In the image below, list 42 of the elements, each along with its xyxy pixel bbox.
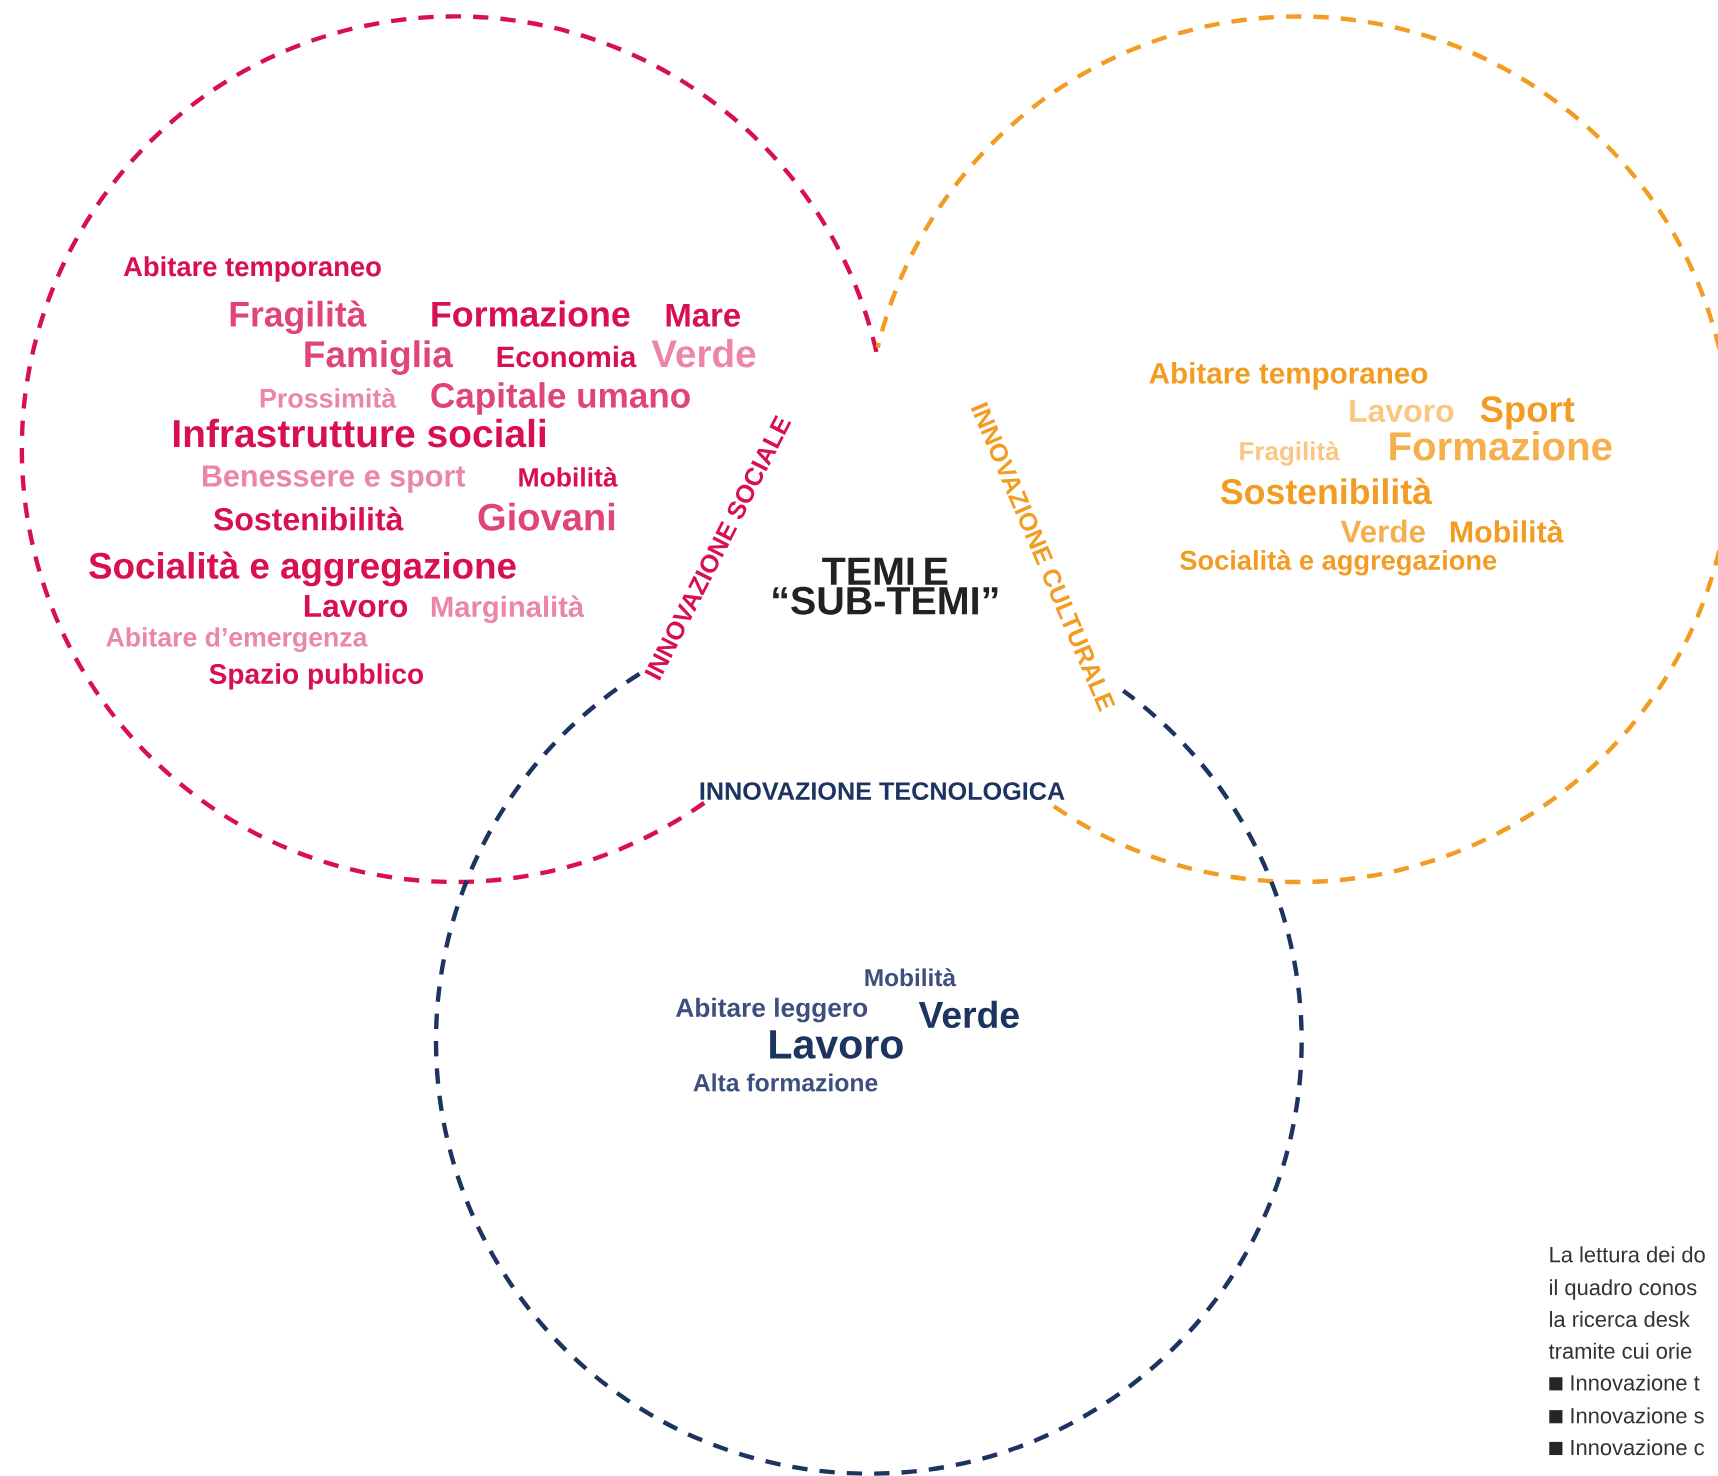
ring-label: INNOVAZIONE TECNOLOGICA — [700, 782, 1065, 801]
body-text: La lettura dei do — [1550, 1246, 1705, 1263]
topic-word: Sostenibilità — [213, 506, 404, 531]
topic-word: Capitale umano — [431, 382, 690, 415]
topic-word: Formazione — [1390, 431, 1612, 461]
topic-word: Lavoro — [770, 1030, 903, 1059]
bullet-item: Innovazione s — [1549, 1407, 1704, 1424]
topic-word: Prossimità — [260, 387, 397, 408]
topic-word: Giovani — [478, 502, 615, 531]
bullet-item: Innovazione t — [1549, 1374, 1700, 1391]
center-title: TEMI E “SUB-TEMI” — [773, 557, 998, 615]
topic-word: Lavoro — [304, 595, 408, 618]
body-text: il quadro conos — [1550, 1279, 1697, 1300]
topic-word: Verde — [651, 339, 756, 368]
body-text: tramite cui orie — [1548, 1342, 1692, 1359]
topic-word: Socialità e aggregazione — [89, 551, 516, 587]
topic-word: Economia — [497, 345, 637, 368]
topic-word: Famiglia — [305, 340, 454, 375]
topic-word: Mare — [666, 303, 740, 327]
topic-word: Mobilità — [865, 968, 957, 987]
topic-word: Abitare leggero — [676, 997, 868, 1023]
topic-word: Abitare d’emergenza — [106, 627, 368, 653]
topic-word: Verde — [1340, 519, 1425, 543]
topic-word: Mobilità — [1450, 520, 1564, 543]
topic-word: Benessere e sport — [202, 465, 466, 493]
topic-word: Marginalità — [431, 595, 585, 624]
topic-word: Abitare temporaneo — [123, 256, 381, 282]
topic-word: Infrastrutture sociali — [173, 418, 545, 448]
topic-word: Verde — [918, 1000, 1019, 1029]
topic-word: Fragilità — [1240, 441, 1340, 466]
topic-word: Socialità e aggregazione — [1180, 549, 1497, 576]
topic-word: Spazio pubblico — [209, 663, 424, 690]
topic-word: Lavoro — [1350, 399, 1454, 423]
body-text: la ricerca desk — [1550, 1311, 1690, 1328]
topic-word: Fragilità — [230, 300, 367, 335]
topic-word: Mobilità — [519, 467, 618, 487]
topic-word: Sostenibilità — [1220, 477, 1433, 505]
topic-word: Sport — [1480, 396, 1575, 430]
topic-word: Abitare temporaneo — [1149, 362, 1428, 390]
bullet-item: Innovazione c — [1549, 1439, 1705, 1456]
topic-word: Alta formazione — [693, 1073, 878, 1092]
topic-word: Formazione — [432, 300, 630, 327]
